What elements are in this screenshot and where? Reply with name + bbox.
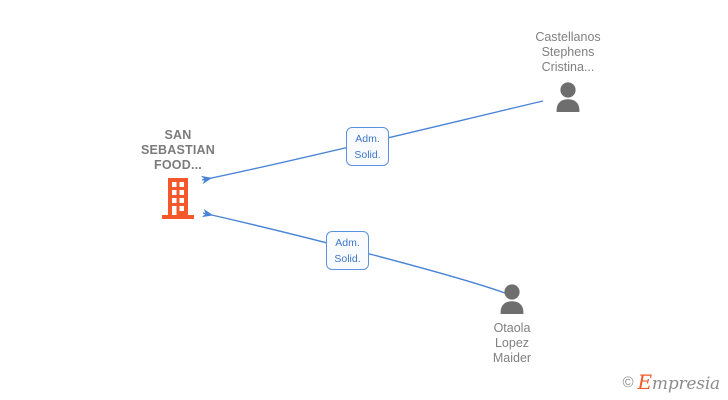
copyright-icon: ©: [622, 374, 634, 391]
empresia-logo: Empresia: [638, 372, 721, 393]
person-icon-wrap: [508, 81, 628, 113]
company-node[interactable]: SAN SEBASTIAN FOOD...: [118, 128, 238, 220]
empresia-logo-initial: E: [637, 370, 653, 394]
person-icon[interactable]: [497, 283, 527, 314]
building-icon[interactable]: [161, 176, 195, 220]
empresia-watermark: © Empresia: [622, 372, 720, 393]
edge-label-adm-solid[interactable]: Adm. Solid.: [326, 231, 369, 270]
person-icon-wrap: [452, 283, 572, 314]
person-icon[interactable]: [553, 81, 583, 113]
company-name-label: SAN SEBASTIAN FOOD...: [140, 128, 216, 172]
person-node-castellanos[interactable]: Castellanos Stephens Cristina...: [508, 30, 628, 113]
person-name-label: Castellanos Stephens Cristina...: [535, 30, 601, 74]
person-node-otaola[interactable]: Otaola Lopez Maider: [452, 283, 572, 365]
person-name-label: Otaola Lopez Maider: [492, 321, 532, 365]
edge-label-adm-solid[interactable]: Adm. Solid.: [346, 127, 389, 166]
empresia-logo-rest: mpresia: [651, 374, 720, 394]
company-icon-wrap: [118, 176, 238, 220]
